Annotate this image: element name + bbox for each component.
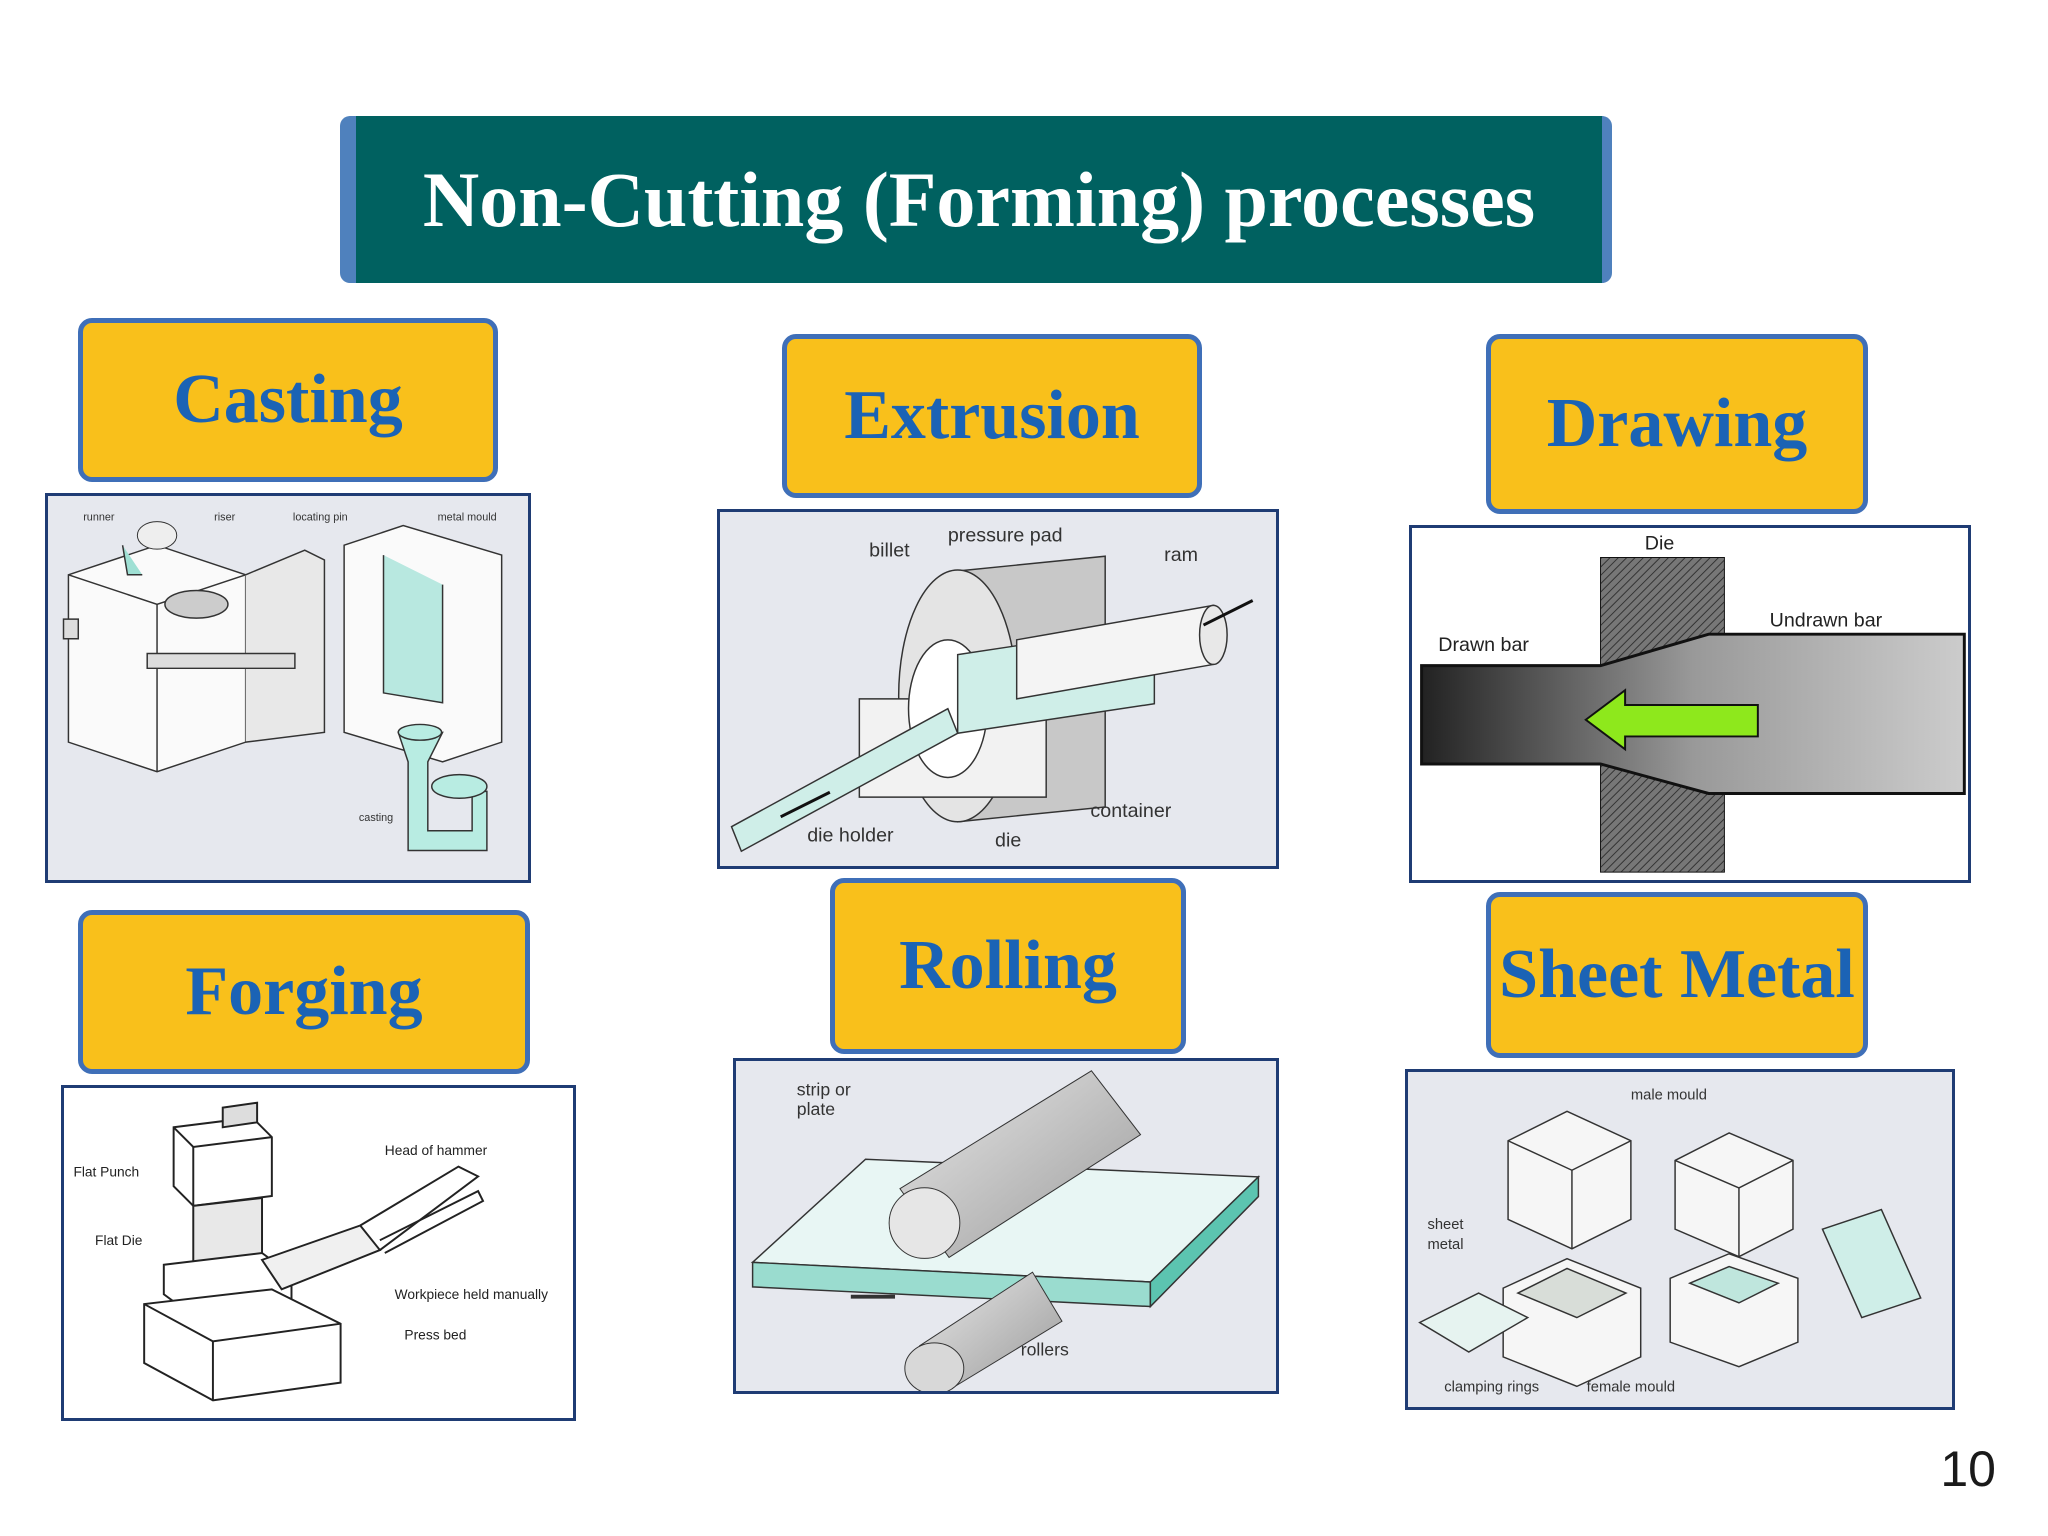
casting-diagram: runner riser locating pin metal mould ca… (45, 493, 531, 883)
rolling-illustration: strip or plate rollers (750, 1070, 1261, 1391)
casting-locating-pin-label: locating pin (293, 512, 348, 524)
drawing-undrawn-bar-label: Undrawn bar (1770, 609, 1883, 631)
casting-label-text: Casting (173, 361, 403, 438)
forging-diagram: Flat Punch Head of hammer Flat Die Workp… (61, 1085, 576, 1421)
sheet-metal-illustration: male mould sheet metal clamping rings fe… (1418, 1088, 1922, 1395)
drawing-label: Drawing (1486, 334, 1868, 514)
rolling-strip-label-line2: plate (797, 1099, 835, 1119)
casting-label: Casting (78, 318, 498, 482)
rolling-label: Rolling (830, 878, 1186, 1054)
sheet-metal-diagram: male mould sheet metal clamping rings fe… (1405, 1069, 1955, 1410)
casting-metal-mould-label: metal mould (438, 512, 497, 524)
slide-title-bar: Non-Cutting (Forming) processes (340, 116, 1612, 283)
forging-label-text: Forging (185, 953, 423, 1030)
extrusion-ram-label: ram (1164, 544, 1198, 566)
rolling-diagram: strip or plate rollers (733, 1058, 1279, 1394)
sheet-metal-sheet-label-line2: metal (1428, 1237, 1464, 1253)
forging-illustration: Flat Punch Head of hammer Flat Die Workp… (73, 1101, 548, 1402)
sheet-metal-sheet-label-line1: sheet (1428, 1217, 1464, 1233)
extrusion-billet-label: billet (869, 539, 910, 561)
forging-flat-die-label: Flat Die (95, 1233, 143, 1248)
casting-casting-label: casting (359, 812, 393, 824)
drawing-illustration: Die Drawn bar Undrawn bar (1420, 533, 1966, 873)
rolling-rollers-label: rollers (1021, 1340, 1069, 1360)
extrusion-illustration: billet pressure pad ram container die ho… (730, 525, 1254, 853)
sheet-metal-clamping-rings-label: clamping rings (1444, 1379, 1539, 1395)
extrusion-pressure-pad-label: pressure pad (948, 525, 1063, 547)
drawing-diagram: Die Drawn bar Undrawn bar (1409, 525, 1971, 883)
slide-title: Non-Cutting (Forming) processes (422, 155, 1536, 243)
drawing-label-text: Drawing (1546, 385, 1808, 462)
sheet-metal-female-mould-label: female mould (1587, 1379, 1675, 1395)
casting-riser-label: riser (214, 512, 235, 524)
forging-flat-punch-label: Flat Punch (73, 1164, 139, 1179)
sheet-metal-label-text: Sheet Metal (1499, 936, 1855, 1013)
extrusion-diagram: billet pressure pad ram container die ho… (717, 509, 1279, 869)
casting-illustration: runner riser locating pin metal mould ca… (62, 512, 503, 852)
sheet-metal-male-mould-label: male mould (1631, 1088, 1707, 1104)
forging-label: Forging (78, 910, 530, 1074)
forging-head-of-hammer-label: Head of hammer (385, 1143, 488, 1158)
rolling-label-text: Rolling (899, 927, 1117, 1004)
extrusion-label-text: Extrusion (844, 377, 1140, 454)
extrusion-die-label: die (995, 829, 1021, 851)
forging-workpiece-label: Workpiece held manually (395, 1287, 548, 1302)
extrusion-label: Extrusion (782, 334, 1202, 498)
forging-press-bed-label: Press bed (404, 1327, 466, 1342)
sheet-metal-label: Sheet Metal (1486, 892, 1868, 1058)
rolling-strip-label-line1: strip or (797, 1079, 851, 1099)
extrusion-die-holder-label: die holder (807, 824, 894, 846)
drawing-drawn-bar-label: Drawn bar (1438, 634, 1529, 656)
casting-runner-label: runner (83, 512, 115, 524)
drawing-die-label: Die (1645, 533, 1675, 555)
page-number: 10 (1940, 1441, 1996, 1497)
extrusion-container-label: container (1090, 800, 1171, 822)
